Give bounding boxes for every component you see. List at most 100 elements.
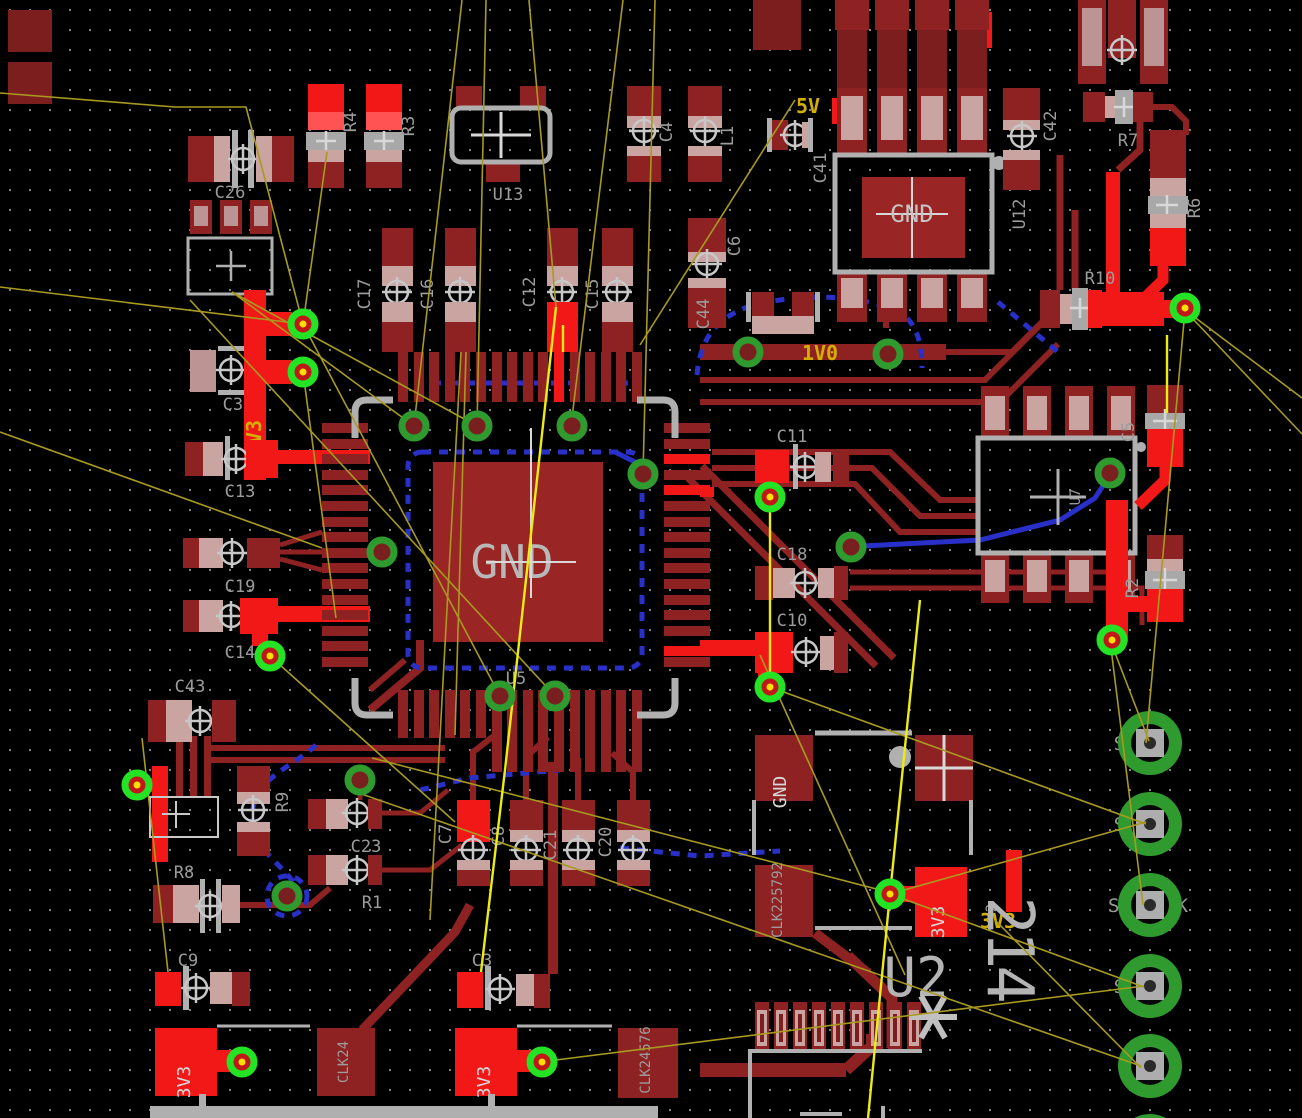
cross-pad-block[interactable] — [915, 735, 973, 801]
component-c11[interactable]: C11 — [700, 427, 849, 497]
component-label: C5 — [1119, 422, 1139, 442]
component-label: R7 — [1118, 131, 1138, 151]
via-selected[interactable] — [1171, 294, 1199, 322]
silk-dot — [889, 746, 911, 768]
component-label: C11 — [777, 427, 808, 447]
component-label: R4 — [341, 112, 361, 132]
gnd-pad-block[interactable]: GND — [755, 735, 813, 808]
component-c44[interactable]: C44 — [694, 292, 820, 334]
silk-outline-segments — [752, 800, 973, 930]
component-label: L1 — [718, 126, 738, 146]
component-label: CLK225792 — [770, 862, 786, 938]
via-selected[interactable] — [756, 673, 784, 701]
component-c6[interactable]: C6 — [688, 218, 745, 328]
component-label: CLK24576 — [638, 1026, 654, 1093]
silk-stub — [488, 1094, 495, 1108]
spi-cs-pad[interactable] — [1118, 954, 1182, 1018]
component-c20[interactable]: C20 — [596, 800, 650, 886]
via-selected[interactable] — [123, 771, 151, 799]
component-c10[interactable]: C10 — [700, 611, 848, 685]
component-r8[interactable]: R8 — [153, 863, 240, 933]
component-label: C6 — [725, 236, 745, 256]
component-r7[interactable]: R7 — [1083, 90, 1153, 151]
u2-number-text: 214 — [972, 896, 1046, 1001]
component-r3[interactable]: R3 — [364, 84, 419, 188]
stray-digit-label: 2 — [984, 904, 1000, 912]
component-label: C4 — [657, 122, 677, 142]
component-label: C12 — [520, 277, 540, 308]
component-c9[interactable]: C9 — [155, 951, 250, 1010]
component-c4[interactable]: C4 — [627, 86, 677, 182]
highlighted-net-r6-r10[interactable] — [1100, 172, 1180, 326]
spi-do-pad[interactable] — [1118, 711, 1182, 775]
component-label: C9 — [178, 951, 198, 971]
component-label: C17 — [355, 279, 375, 310]
component-c26[interactable]: C26 — [188, 130, 294, 203]
component-label: U7 — [1068, 489, 1084, 506]
component-c19[interactable]: C19 — [183, 536, 280, 597]
component-r10[interactable]: R10 — [1040, 269, 1115, 330]
component-u12[interactable]: GND U12 — [832, 0, 1030, 322]
via-selected[interactable] — [289, 310, 317, 338]
u2-text: U2 — [883, 946, 948, 1009]
component-r6[interactable]: R6 — [1148, 130, 1205, 266]
component-label: C14 — [225, 643, 256, 663]
via-selected[interactable] — [289, 358, 317, 386]
component-u7[interactable]: U7 — [975, 386, 1138, 603]
silk-3v3: 3V3 — [174, 1066, 195, 1099]
via-selected[interactable] — [228, 1048, 256, 1076]
component-c7[interactable]: C7 — [436, 800, 490, 886]
component-label: U13 — [493, 185, 524, 205]
clock-block-clk225792[interactable]: CLK225792 — [755, 862, 813, 938]
component-label: C23 — [351, 837, 382, 857]
component-label: R3 — [399, 116, 419, 136]
component-c23[interactable]: C23 — [308, 796, 382, 857]
via-selected[interactable] — [1098, 626, 1126, 654]
highlighted-net-c5-r2[interactable] — [1106, 467, 1171, 642]
highlighted-pad[interactable] — [1006, 850, 1022, 912]
power-block-3v3-mid[interactable]: 3V3 — [455, 1028, 535, 1098]
clock-block-clk24576[interactable]: CLK24576 — [618, 1026, 678, 1098]
component-c15[interactable]: C15 — [583, 228, 634, 352]
silk-bar-bottom — [150, 1106, 658, 1118]
component-c43[interactable]: C43 — [148, 677, 236, 742]
clock-block-clk24[interactable]: CLK24 — [317, 1028, 375, 1096]
component-r2[interactable]: R2 — [1123, 535, 1185, 622]
via-selected[interactable] — [528, 1048, 556, 1076]
via-selected[interactable] — [256, 642, 284, 670]
component-r4[interactable]: R4 — [306, 84, 361, 188]
component-u13[interactable]: U13 — [449, 86, 553, 205]
component-under-c26[interactable] — [186, 200, 274, 296]
component-r9[interactable]: R9 — [236, 766, 293, 856]
power-block-3v3-left[interactable]: 3V3 — [155, 1028, 235, 1098]
component-label: CLK24 — [336, 1041, 352, 1083]
gnd-pad-label: GND — [770, 776, 791, 809]
component-c18[interactable]: C18 — [755, 545, 848, 600]
component-label: C18 — [777, 545, 808, 565]
spi-clk-pad[interactable] — [1118, 873, 1182, 937]
component-c42[interactable]: C42 — [1003, 88, 1061, 190]
component-c17[interactable]: C17 — [355, 228, 414, 352]
component-c12[interactable]: C12 — [520, 228, 579, 352]
component-label: C8 — [489, 826, 509, 846]
via-selected[interactable] — [756, 483, 784, 511]
component-l1[interactable]: L1 — [688, 86, 738, 182]
via-selected[interactable] — [876, 880, 904, 908]
rst-n-pad[interactable] — [1118, 1034, 1182, 1098]
component-c8[interactable]: C8 — [489, 800, 543, 886]
big-silkscreen-designator: U2 214 — [883, 896, 1046, 1040]
component-label: C20 — [596, 827, 616, 858]
component-c16[interactable]: C16 — [418, 228, 477, 352]
component-r1[interactable]: R1 — [308, 853, 382, 913]
u12-gnd-pad-label: GND — [890, 200, 933, 228]
ratsnest-airwires[interactable] — [0, 0, 1302, 1069]
spi-di-pad[interactable] — [1118, 792, 1182, 856]
component-label: C21 — [541, 830, 561, 861]
pads-above-r7[interactable] — [1078, 0, 1168, 84]
silk-stub — [199, 1094, 206, 1108]
component-label: C7 — [436, 824, 456, 844]
silk-3v3: 3V3 — [474, 1066, 495, 1099]
component-label: C41 — [811, 153, 831, 184]
